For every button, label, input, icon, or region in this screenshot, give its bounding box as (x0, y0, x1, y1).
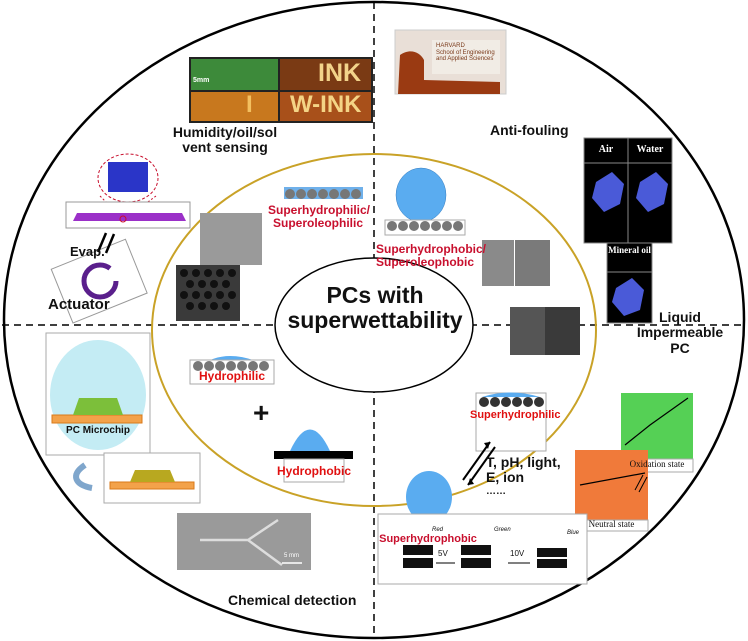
stimuli-line3: …… (486, 485, 506, 497)
liquid-line3: PC (670, 339, 690, 356)
panel-air: Air (598, 144, 614, 155)
sensing-label: Humidity/oil/sol vent sensing (150, 124, 300, 156)
superhydrophobic-line: Superhydrophobic/ (376, 242, 487, 256)
actuator-label: Actuator (48, 296, 110, 313)
color-blue-label: Blue (567, 530, 580, 536)
sensing-photo-grid (189, 57, 373, 123)
stimuli-label: T, pH, light, E, ion …… (486, 454, 561, 497)
sign-line-1: School of Engineering (436, 49, 495, 56)
hydrophobic-surface-diagram (274, 429, 353, 483)
chemical-detection-label: Chemical detection (228, 592, 357, 608)
superoleophobic-line: Superoleophobic (376, 255, 475, 270)
hydrophilic-surface-diagram (189, 356, 275, 385)
sign-line-0: HARVARD (436, 43, 465, 49)
sem-image-array (545, 307, 580, 355)
neutral-state-plot (574, 450, 649, 532)
liquid-line1: Liquid (659, 309, 701, 325)
pc-microchip-illustration (45, 332, 201, 504)
plus-sign: + (253, 397, 270, 428)
hydrophobic-label: Hydrophobic (277, 464, 351, 478)
sensing-label-line2: vent sensing (182, 139, 268, 156)
sensing-label-line1: Humidity/oil/sol (172, 124, 278, 140)
center-title-line1: PCs with (326, 282, 424, 308)
superhydrophilic-superoleophilic-label: Superhydrophilic/ Superoleophilic (268, 203, 371, 231)
superhydrophobic-superoleophobic-label: Superhydrophobic/ Superoleophobic (376, 242, 487, 270)
antifouling-photo (394, 29, 507, 95)
stimuli-line1: T, pH, light, (486, 454, 561, 470)
scale-5mm: 5mm (193, 77, 210, 84)
panel-water: Water (636, 144, 664, 155)
sem-image-pillars (200, 213, 262, 265)
superoleophilic-line: Superoleophilic (272, 216, 363, 231)
honeycomb-pattern (180, 269, 236, 310)
color-green-label: Green (494, 527, 511, 533)
liquid-impermeable-label: Liquid Impermeable PC (630, 309, 730, 356)
superhydrophilic-label: Superhydrophilic (470, 409, 561, 421)
harvard-sign-text: HARVARD School of Engineering and Applie… (436, 43, 495, 63)
voltage-5v-label: 5V (438, 549, 448, 558)
evap-label: Evap. (70, 244, 105, 259)
chemical-detection-photo (177, 513, 311, 570)
superhydrophobic-surface-diagram (384, 167, 466, 236)
neutral-state-label: Neutral state (588, 519, 635, 529)
center-title: PCs with superwettability (275, 282, 475, 334)
chemical-scale-label: 5 mm (284, 553, 299, 559)
oxidation-state-label: Oxidation state (629, 459, 685, 469)
color-red-label: Red (432, 527, 444, 533)
superhydrophilic-line: Superhydrophilic/ (268, 203, 371, 217)
stimuli-line2: E, ion (486, 469, 525, 486)
w-ink-text: W-INK (290, 91, 362, 118)
antifouling-label: Anti-fouling (490, 122, 569, 138)
hydrophilic-label: Hydrophilic (198, 369, 265, 383)
sign-line-2: and Applied Sciences (436, 56, 494, 63)
i-text: I (246, 91, 253, 118)
oxidation-neutral-arrows (634, 474, 648, 493)
actuator-illustration (50, 153, 191, 324)
voltage-10v-label: 10V (510, 549, 525, 558)
color-switch-diagram (377, 513, 588, 585)
liquid-impermeable-panels (583, 137, 673, 324)
liquid-line2: Impermeable (636, 324, 724, 341)
sem-image-rods (515, 240, 550, 286)
pc-microchip-label: PC Microchip (66, 425, 130, 436)
ink-text: INK (318, 59, 362, 87)
panel-mineral-oil: Mineral oil (608, 245, 651, 255)
center-title-line2: superwettability (287, 307, 463, 334)
inner-circle (151, 153, 597, 507)
center-ellipse (274, 257, 474, 393)
sem-image-spheres (482, 240, 514, 286)
superhydrophilic-surface-diagram (284, 187, 363, 199)
superhydrophobic-label: Superhydrophobic (379, 533, 477, 545)
sem-image-pores (510, 307, 545, 355)
